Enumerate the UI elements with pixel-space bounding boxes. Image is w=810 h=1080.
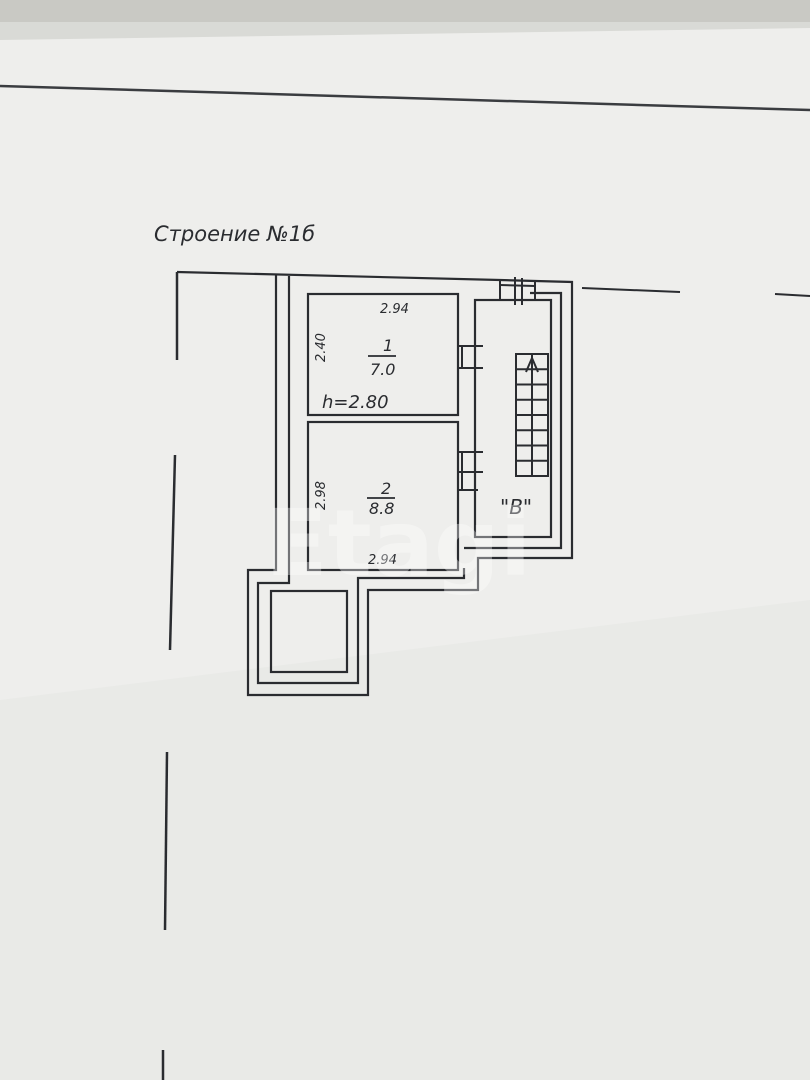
paper-shade: [0, 600, 810, 1080]
stair-corridor: [473, 298, 553, 539]
boundary-dashed-left: [161, 272, 179, 1080]
room-1: [306, 292, 460, 417]
stair-arrow-icon: [525, 355, 539, 373]
room-1-depth-label: 2.40: [314, 333, 329, 362]
room-2-width-label: 2.94: [368, 553, 397, 568]
watermark: Etagi: [265, 490, 531, 597]
plan-title: Строение №1б: [154, 222, 315, 246]
shaft-box: [269, 589, 349, 674]
room-2-depth-label: 2.98: [314, 481, 329, 510]
room-1-area: 7.0: [370, 360, 395, 379]
room-1-width-label: 2.94: [380, 302, 409, 317]
staircase: [515, 353, 549, 477]
room-1-height: h=2.80: [322, 392, 389, 413]
room-2-number: 2: [381, 479, 391, 498]
top-strip: [0, 0, 810, 22]
building-outline: [176, 270, 574, 697]
door-room-1: [458, 345, 483, 369]
room-2-area: 8.8: [369, 499, 394, 518]
frame-top-line: [0, 84, 810, 112]
stair-label: "В": [500, 495, 532, 519]
boundary-dashed-right: [581, 287, 810, 297]
door-room-2: [458, 451, 483, 491]
door-top: [499, 277, 536, 305]
room-1-number: 1: [383, 336, 393, 355]
room-2: [306, 420, 460, 572]
